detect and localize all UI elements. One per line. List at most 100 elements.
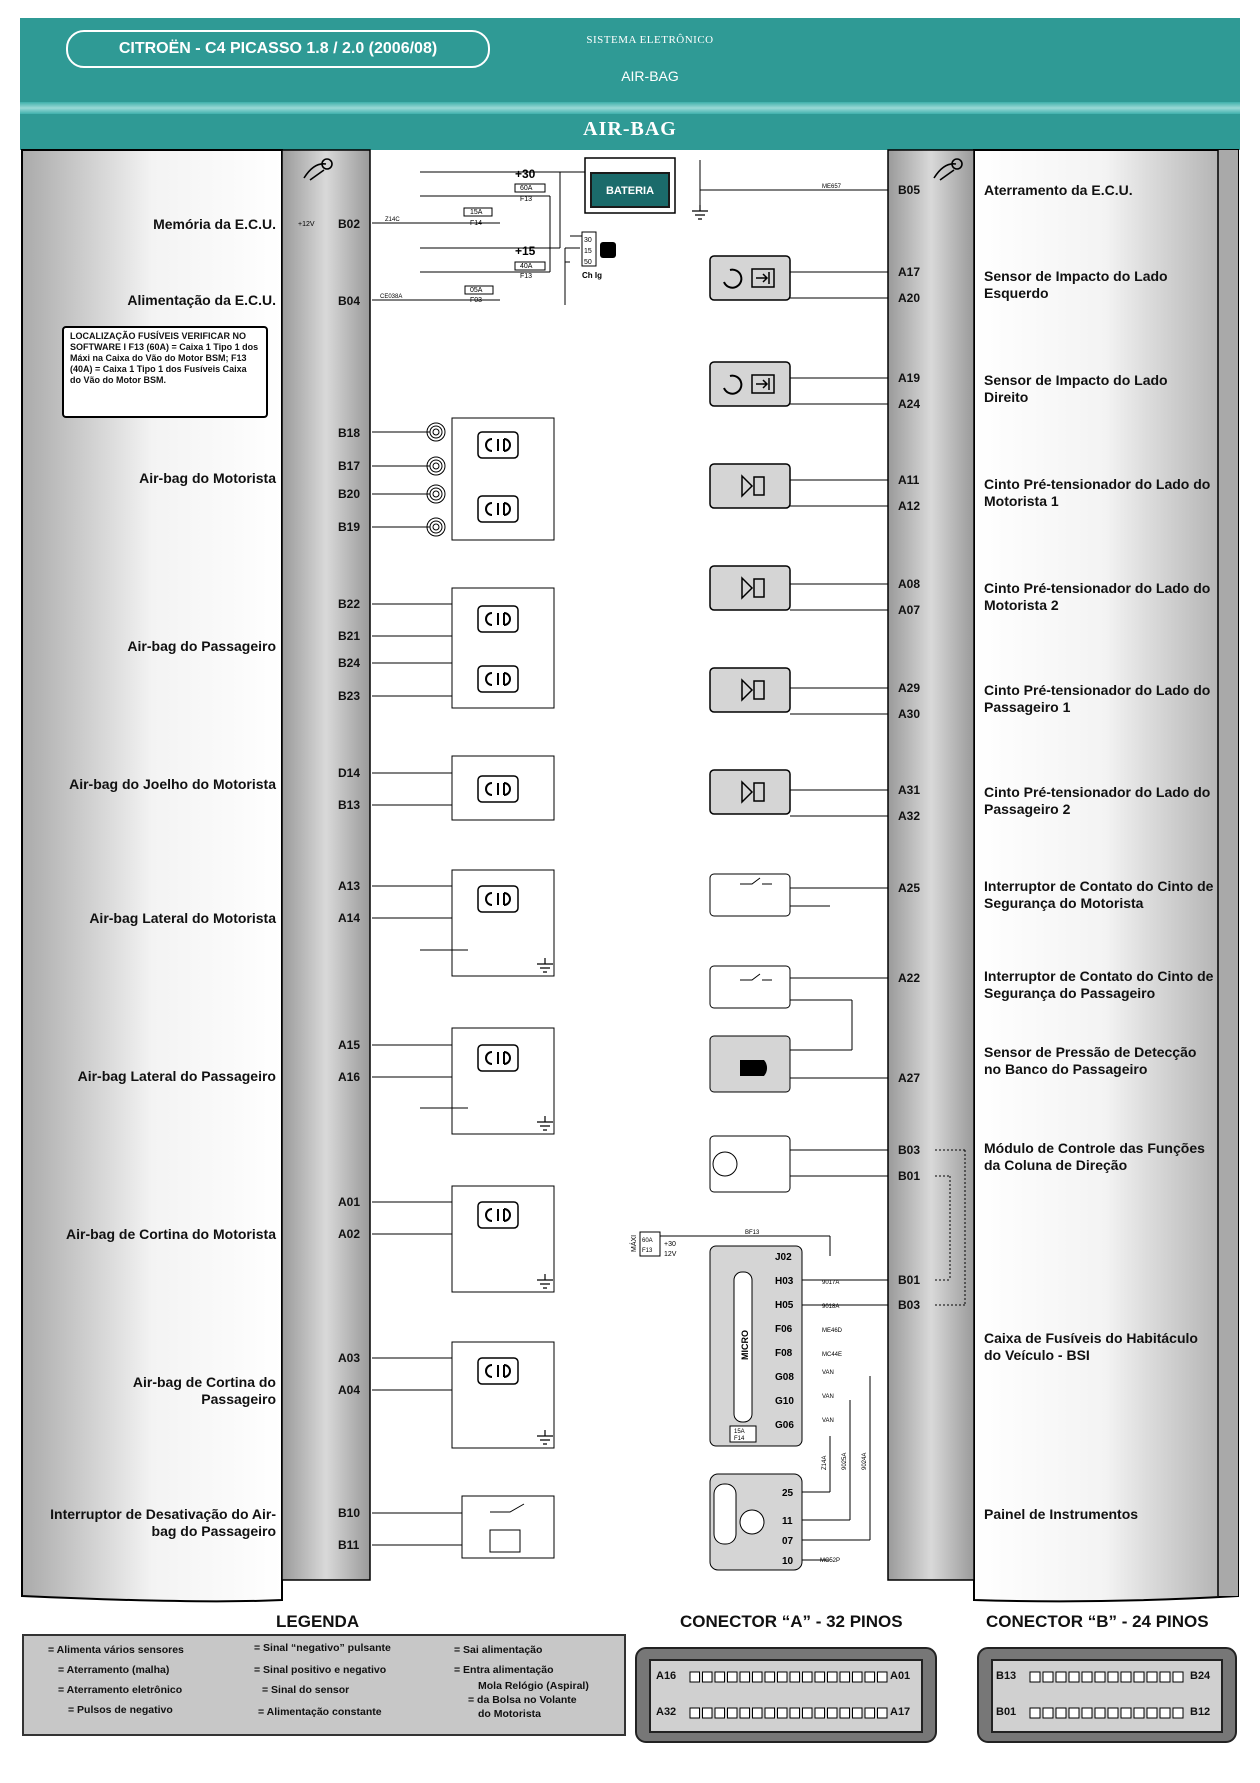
bsi-wire: VAN	[822, 1370, 834, 1376]
connector-pin	[1172, 1671, 1184, 1683]
pin: B24	[338, 656, 361, 670]
system-title: SISTEMA ELETRÔNICO	[586, 34, 714, 46]
pin: A15	[338, 1038, 361, 1052]
connector-pin	[814, 1707, 825, 1719]
svg-text:40A: 40A	[520, 263, 533, 270]
connector-pin	[827, 1707, 838, 1719]
pin: B23	[338, 689, 361, 703]
connector-pin	[1042, 1671, 1054, 1683]
transistor-icon	[712, 1151, 738, 1177]
connector-pin	[802, 1707, 813, 1719]
connector-pin	[702, 1707, 713, 1719]
wire-me657: ME657	[822, 184, 842, 190]
svg-text:15A: 15A	[470, 209, 483, 216]
panel-pin: 10	[782, 1556, 794, 1567]
label-deactivation-switch: Interruptor de Desativação do Air-bag do…	[50, 1506, 276, 1539]
pin: B22	[338, 597, 361, 611]
connector-pin	[1133, 1671, 1145, 1683]
connector-pin	[1055, 1671, 1067, 1683]
connector-pin	[1159, 1671, 1171, 1683]
label-belt-driver-2: Cinto Pré-tensionador do Lado do Motoris…	[984, 580, 1211, 613]
connector-pin	[714, 1671, 725, 1683]
pin: B03	[898, 1298, 921, 1312]
pin: A02	[338, 1227, 361, 1241]
legend-item: Mola Relógio (Aspiral)	[478, 1680, 589, 1692]
label-curtain-driver: Air-bag de Cortina do Motorista	[66, 1226, 276, 1242]
connector-pin	[739, 1707, 750, 1719]
pin: A01	[338, 1195, 361, 1209]
pin: B10	[338, 1506, 361, 1520]
connector-pin	[814, 1671, 825, 1683]
legend: = Alimenta vários sensores = Aterramento…	[22, 1634, 626, 1736]
connector-pin	[1107, 1671, 1119, 1683]
label-seat-pressure: Sensor de Pressão de Detecção no Banco d…	[984, 1044, 1197, 1077]
svg-text:+30: +30	[664, 1241, 676, 1248]
pin: B05	[898, 183, 921, 197]
spiral-icon	[426, 422, 446, 537]
header-banner: CITROËN - C4 PICASSO 1.8 / 2.0 (2006/08)…	[20, 18, 1240, 150]
pin: A31	[898, 783, 921, 797]
svg-text:12V: 12V	[664, 1251, 677, 1258]
bsi-pin: F08	[775, 1348, 793, 1359]
label-passenger-airbag: Air-bag do Passageiro	[127, 638, 276, 654]
connector-pin	[1094, 1707, 1106, 1719]
transistor-icon	[739, 1509, 765, 1535]
fuse-location-note: LOCALIZAÇÃO FUSÍVEIS VERIFICAR NO SOFTWA…	[62, 326, 268, 418]
conn-a-pin-bl: A32	[656, 1706, 677, 1718]
plus15-label: +15	[515, 244, 536, 258]
connector-pin	[714, 1707, 725, 1719]
connector-pin	[689, 1707, 700, 1719]
airbag-icon	[303, 158, 333, 181]
plus30-label: +30	[515, 167, 536, 181]
pin: A29	[898, 681, 921, 695]
pin: A20	[898, 291, 921, 305]
bsi-wire: BF13	[745, 1230, 760, 1236]
bsi-wire: VAN	[822, 1394, 834, 1400]
fuse-f14: 15A F14	[463, 207, 493, 227]
connector-pin	[1042, 1707, 1054, 1719]
connector-pin	[839, 1707, 850, 1719]
connector-pin	[739, 1671, 750, 1683]
svg-text:F13: F13	[520, 196, 532, 203]
connector-pin	[752, 1671, 763, 1683]
maxi-fuse: MÁXI 60A F13 +30 12V	[629, 1231, 677, 1258]
label-side-passenger: Air-bag Lateral do Passageiro	[77, 1068, 276, 1084]
pin: B21	[338, 629, 361, 643]
svg-text:F14: F14	[470, 220, 482, 227]
connector-pin	[877, 1707, 888, 1719]
legend-item: = Aterramento eletrônico	[58, 1684, 183, 1696]
connector-pin	[877, 1671, 888, 1683]
connector-pin	[727, 1707, 738, 1719]
connector-pin	[1120, 1671, 1132, 1683]
connector-pin	[864, 1707, 875, 1719]
pin: B01	[898, 1169, 921, 1183]
pin: A30	[898, 707, 921, 721]
conn-a-pin-br: A17	[890, 1706, 911, 1718]
connector-pin	[1107, 1707, 1119, 1719]
pin: B11	[338, 1538, 360, 1552]
legend-item: = Alimentação constante	[258, 1706, 382, 1718]
pin: B18	[338, 426, 361, 440]
connector-pin	[777, 1707, 788, 1719]
connector-a-title: CONECTOR “A” - 32 PINOS	[680, 1612, 903, 1631]
bsi-pin: G08	[775, 1372, 794, 1383]
label-ecu-memory: Memória da E.C.U.	[153, 216, 276, 232]
airbag-icon	[933, 158, 963, 181]
legend-item: = Sinal positivo e negativo	[254, 1664, 387, 1676]
bsi-micro-label: MICRO	[740, 1330, 750, 1360]
svg-text:F13: F13	[642, 1248, 653, 1254]
connector-pin	[827, 1671, 838, 1683]
battery-label: BATERIA	[606, 185, 654, 197]
pin: A14	[338, 911, 361, 925]
connector-pin	[1172, 1707, 1184, 1719]
connector-pin	[1081, 1707, 1093, 1719]
label-steering-module: Módulo de Controle das Funções da Coluna…	[984, 1140, 1205, 1173]
pin: A32	[898, 809, 921, 823]
label-belt-switch-passenger: Interruptor de Contato do Cinto de Segur…	[984, 968, 1214, 1001]
legend-item: do Motorista	[478, 1708, 541, 1720]
connector-pin	[1029, 1707, 1041, 1719]
legend-item: = Entra alimentação	[454, 1664, 554, 1676]
